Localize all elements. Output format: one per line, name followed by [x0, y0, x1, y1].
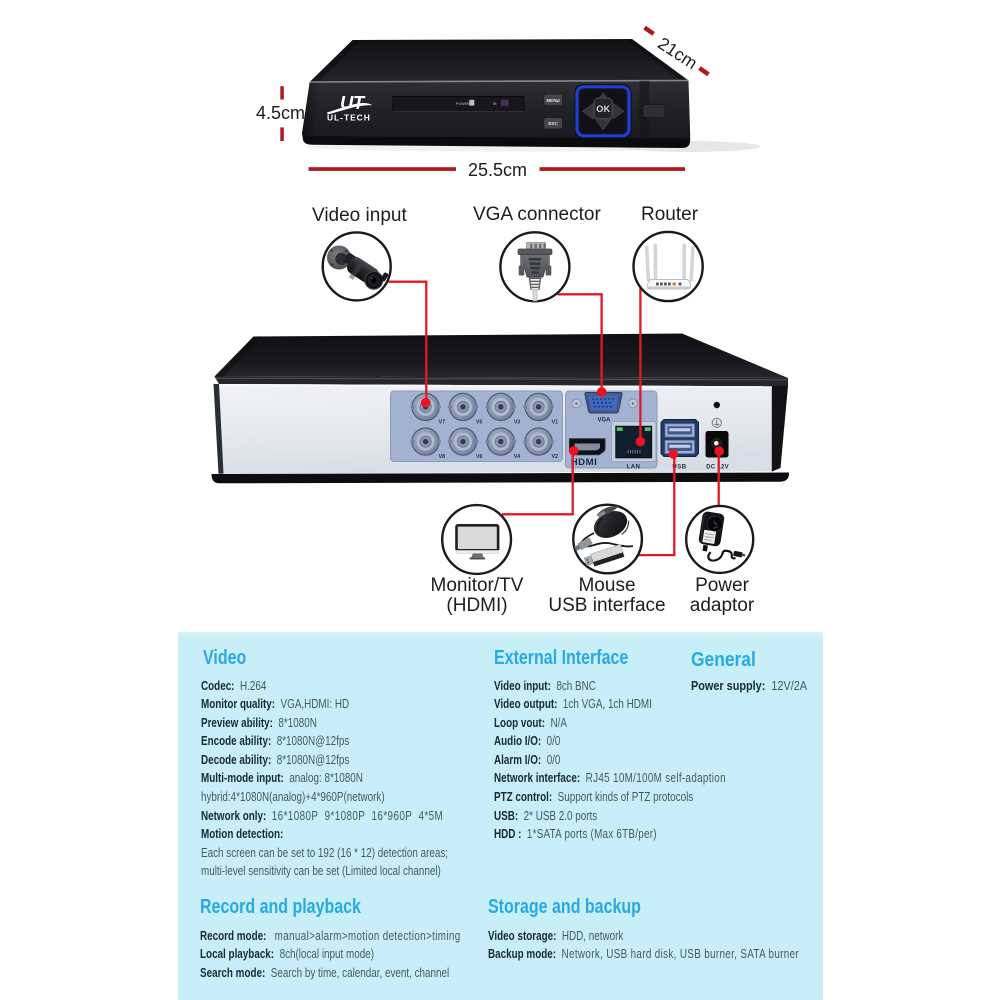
svg-text:V5: V5: [476, 420, 482, 426]
svg-text:V6: V6: [476, 454, 482, 460]
svg-text:LAN: LAN: [627, 465, 641, 471]
svg-text:IR: IR: [493, 102, 497, 106]
svg-text:V3: V3: [514, 420, 520, 426]
svg-text:V8: V8: [439, 454, 445, 460]
svg-text:V2: V2: [552, 454, 558, 460]
svg-text:V1: V1: [552, 420, 558, 426]
svg-text:VGA: VGA: [597, 418, 611, 424]
svg-text:DC 12V: DC 12V: [706, 465, 729, 471]
svg-text:USB: USB: [672, 465, 686, 471]
svg-text:MENU: MENU: [546, 98, 560, 103]
svg-text:POWER: POWER: [456, 102, 470, 106]
svg-text:UL-TECH: UL-TECH: [327, 113, 371, 123]
svg-text:HDMI: HDMI: [571, 457, 598, 468]
svg-text:V7: V7: [439, 420, 445, 426]
svg-text:V4: V4: [514, 454, 520, 460]
svg-text:ESC: ESC: [548, 121, 558, 126]
svg-text:OK: OK: [596, 104, 610, 114]
